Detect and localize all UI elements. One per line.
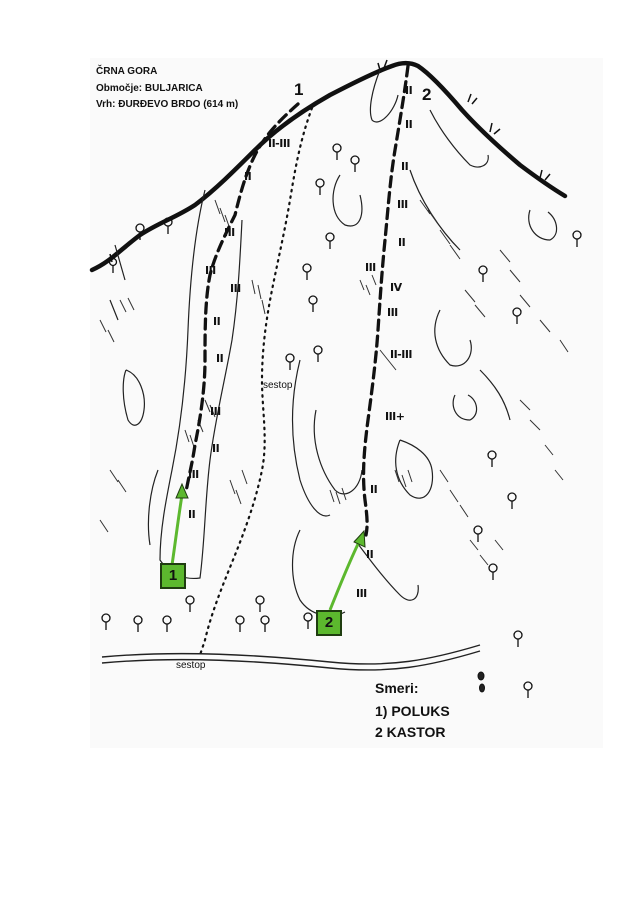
tree: [101, 613, 111, 630]
tree: [313, 345, 323, 362]
descent-path: [198, 106, 314, 657]
rock-hatching: [99, 199, 569, 566]
route-2-grade: II: [405, 84, 413, 97]
route-1-line: [184, 102, 300, 494]
trail-line-upper: [101, 644, 481, 665]
route-1-grade: III: [205, 264, 216, 277]
tree: [133, 615, 143, 632]
descent-label-bottom: sestop: [176, 660, 206, 671]
ridge-tufts: [109, 59, 551, 263]
header-area: Območje: BULJARICA: [96, 83, 203, 94]
legend-item-2: 2 KASTOR: [375, 724, 446, 740]
route-1-grade: III: [210, 405, 221, 418]
route-2-line: [361, 64, 410, 537]
route-2-grade: III: [387, 306, 398, 319]
header-peak: Vrh: ĐURĐEVO BRDO (614 m): [96, 99, 239, 110]
tree: [185, 595, 195, 612]
route-1-number: 1: [294, 80, 304, 99]
tree: [163, 217, 173, 234]
route-1-grade: II: [188, 508, 196, 521]
legend-item-1: 1) POLUKS: [375, 703, 450, 719]
tree: [507, 492, 517, 509]
route-1-arrow: [170, 482, 189, 566]
route-2-grade: II: [405, 118, 413, 131]
tree: [523, 681, 533, 698]
trail-line-lower: [101, 650, 481, 671]
route-1-grade: II: [213, 315, 221, 328]
route-2-arrow: [328, 529, 366, 611]
tree: [487, 450, 497, 467]
route-2-grade: IV: [390, 281, 402, 294]
tree: [572, 230, 582, 247]
tree: [513, 630, 523, 647]
topo-sheet: [90, 58, 603, 748]
route-1-grade: III: [188, 468, 199, 481]
tree: [478, 265, 488, 282]
legend-title: Smeri:: [375, 680, 419, 696]
tree: [512, 307, 522, 324]
route-2-badge: 2: [316, 610, 342, 636]
route-2-grade: II: [398, 236, 406, 249]
route-2-grade: III+: [385, 410, 405, 423]
tree: [108, 257, 118, 273]
route-2-grade: II-III: [390, 348, 413, 361]
tree: [488, 563, 498, 580]
route-2-grade: II: [366, 548, 374, 561]
tree: [332, 143, 342, 160]
route-1-grade: III: [224, 226, 235, 239]
route-1-grade: II-III: [268, 137, 291, 150]
tree: [135, 223, 145, 240]
tree: [315, 178, 325, 195]
route-2-number: 2: [422, 85, 432, 104]
tree: [473, 525, 483, 542]
tree: [308, 295, 318, 312]
tree: [235, 615, 245, 632]
header-country: ČRNA GORA: [96, 66, 158, 77]
tree: [350, 155, 360, 172]
route-2-grade: II: [370, 483, 378, 496]
route-1-grade: II: [212, 442, 220, 455]
route-2-grade: III: [397, 198, 408, 211]
tree: [285, 353, 295, 370]
trees: [101, 143, 582, 698]
boulders: [477, 671, 485, 693]
tree: [302, 263, 312, 280]
route-2-grade: II: [401, 160, 409, 173]
tree: [325, 232, 335, 249]
route-1-badge: 1: [160, 563, 186, 589]
tree: [260, 615, 270, 632]
ridge-line: [89, 60, 568, 273]
route-2-grade: III: [365, 261, 376, 274]
tree: [255, 595, 265, 612]
tree: [303, 612, 313, 629]
descent-label: sestop: [263, 380, 293, 391]
route-1-grade: II: [244, 170, 252, 183]
route-2-grade: III: [356, 587, 367, 600]
route-1-grade: II: [216, 352, 224, 365]
route-1-grade: III: [230, 282, 241, 295]
tree: [162, 615, 172, 632]
